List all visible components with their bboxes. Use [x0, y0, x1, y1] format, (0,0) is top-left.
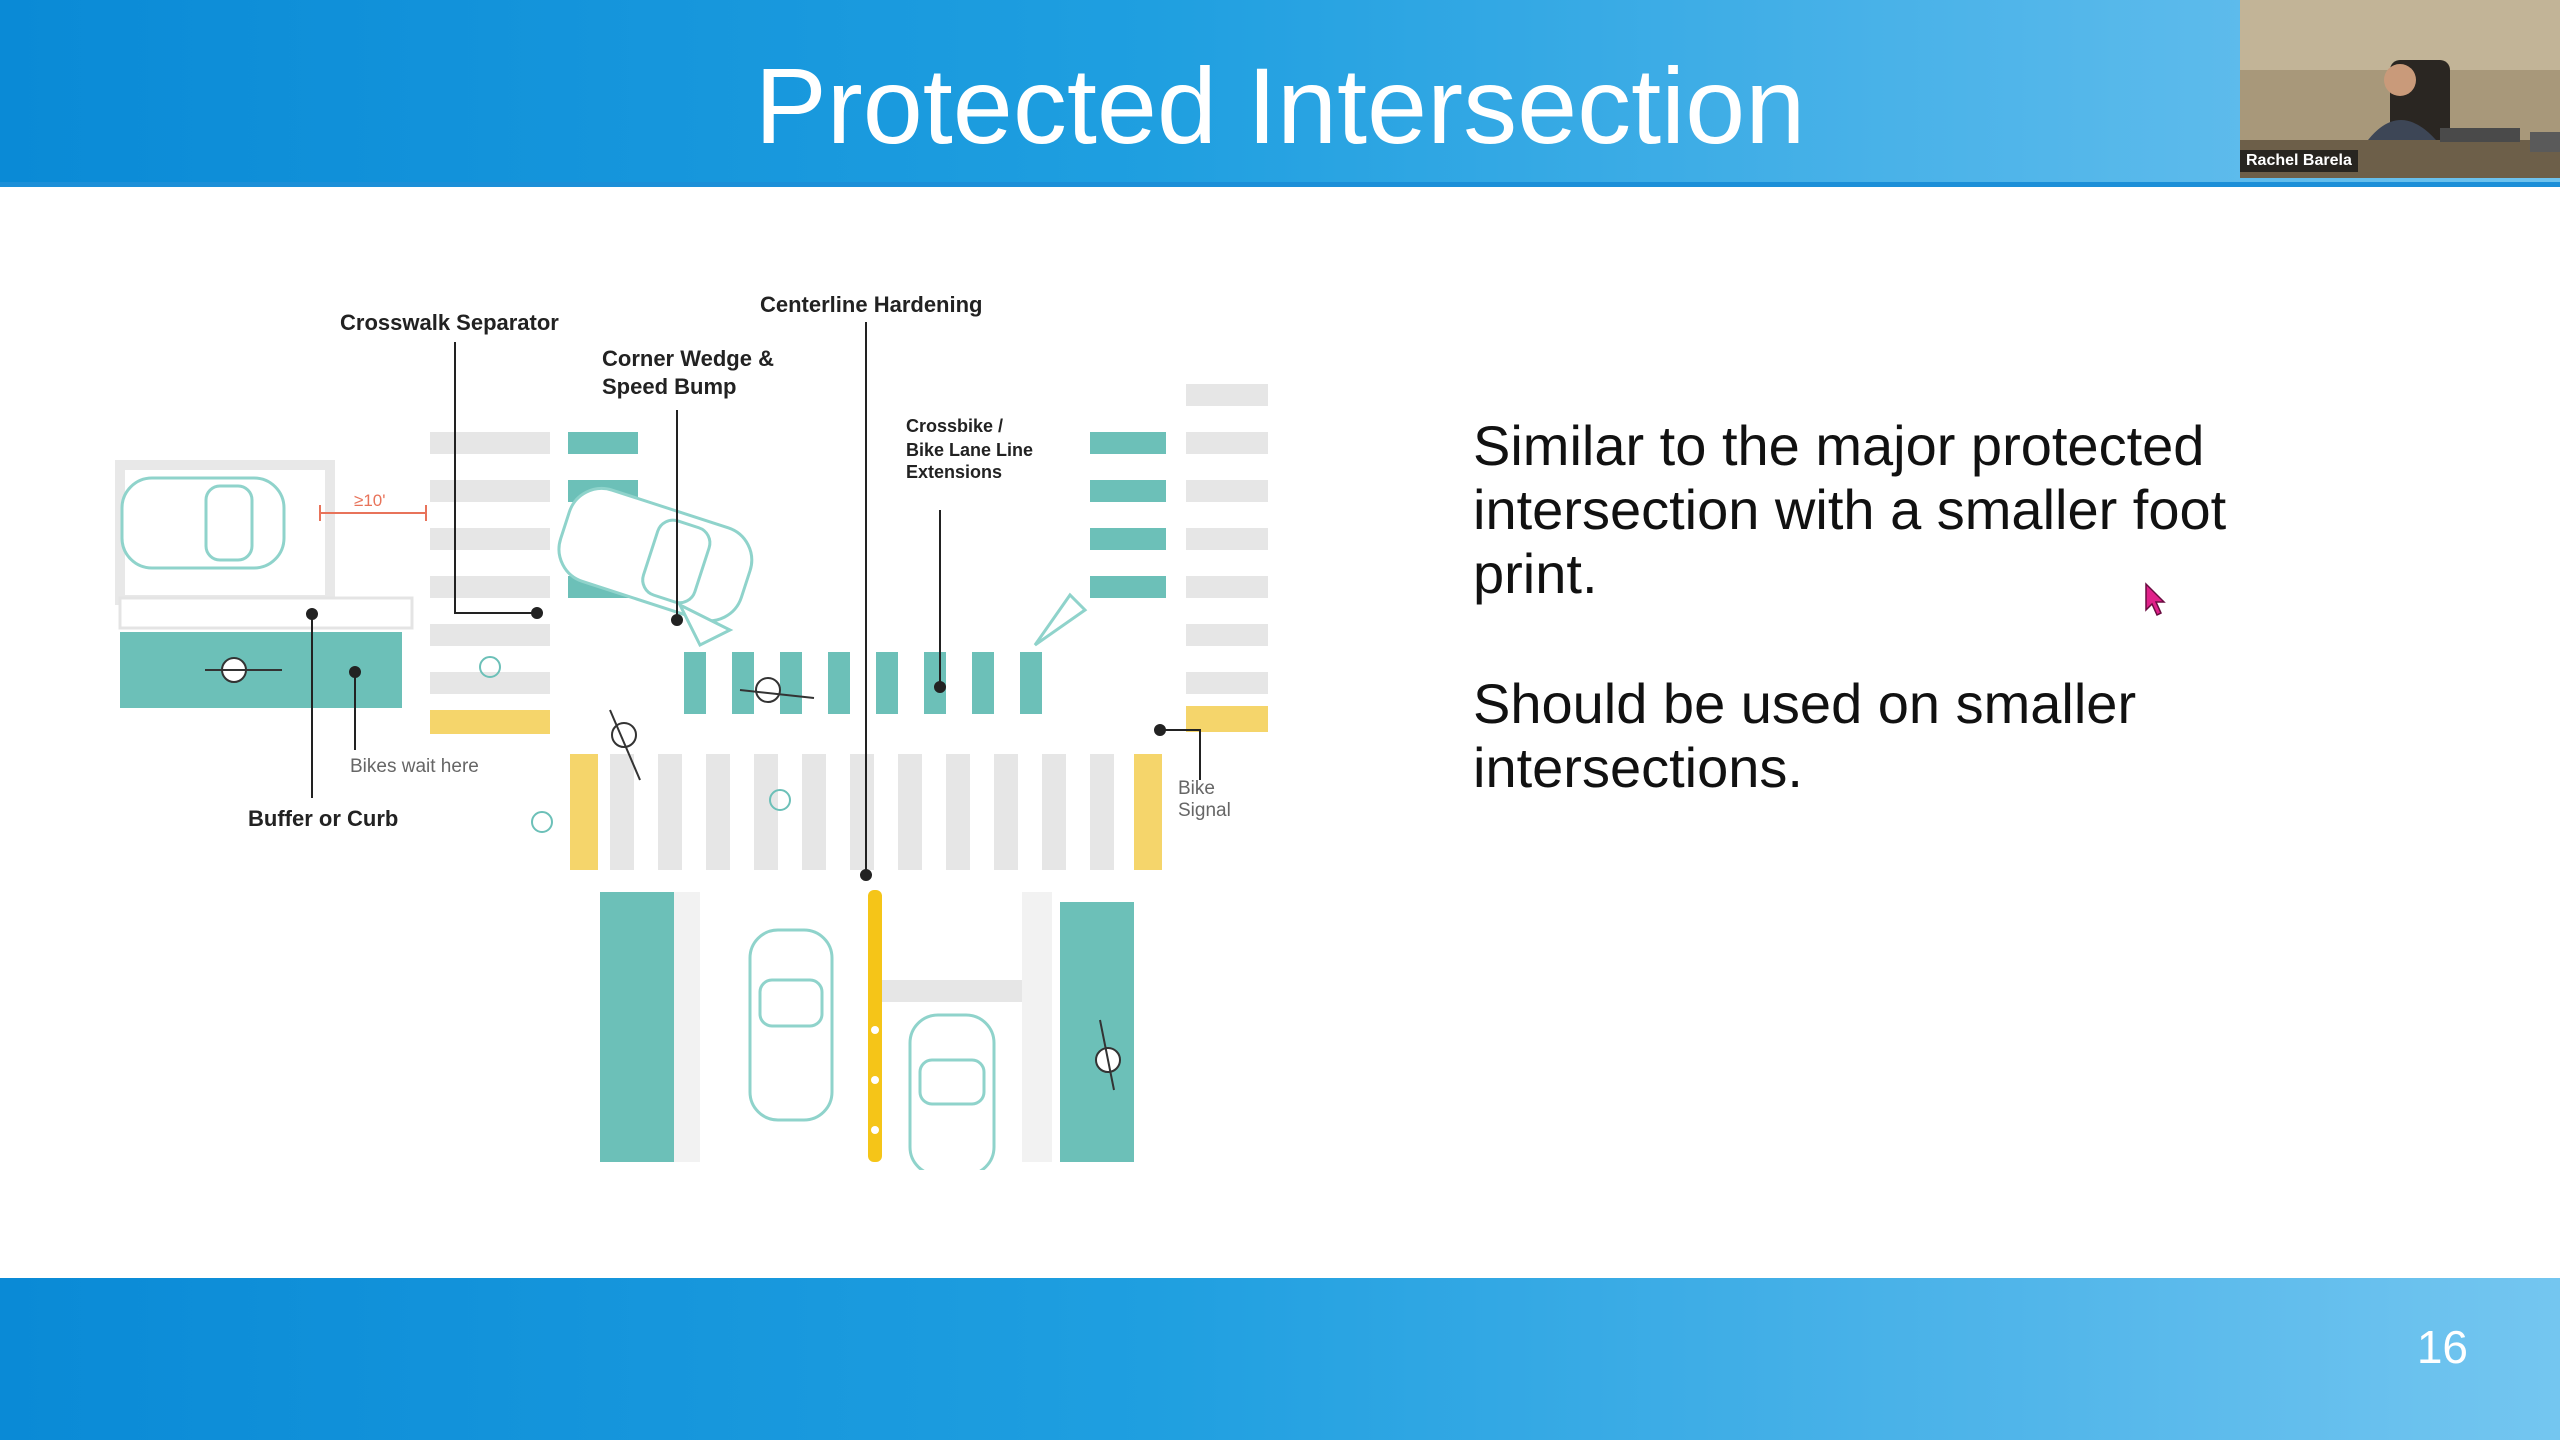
lower-left-bike-lane [600, 892, 674, 1162]
pedestrian-icon [479, 656, 501, 678]
setback-label: ≥10' [354, 491, 386, 510]
label-centerline-hardening: Centerline Hardening [760, 292, 982, 317]
corner-wedge-right [1033, 592, 1088, 647]
cyclist-icon [739, 677, 815, 703]
label-crossbike-line2: Bike Lane Line [906, 440, 1033, 460]
bike-wait-box-right [1186, 706, 1268, 732]
lower-right-buffer [1022, 892, 1052, 1162]
label-buffer-or-curb: Buffer or Curb [248, 806, 398, 831]
cyclist-icon [609, 709, 641, 781]
header-divider [0, 182, 2560, 187]
label-corner-wedge-line2: Speed Bump [602, 374, 736, 399]
stop-bar [882, 980, 1022, 1002]
label-corner-wedge-line1: Corner Wedge & [602, 346, 774, 371]
upper-right-crosswalk [1186, 384, 1268, 694]
callout-leaders [306, 322, 1201, 881]
label-crossbike-line3: Extensions [906, 462, 1002, 482]
lower-crosswalk [610, 754, 1114, 870]
label-bike-signal-line2: Signal [1178, 800, 1231, 821]
label-bike-signal-line1: Bike [1178, 778, 1215, 799]
car-lower-right [908, 1013, 996, 1170]
car-left [120, 476, 286, 570]
centerline-reflector [871, 1026, 879, 1034]
label-bikes-wait-here: Bikes wait here [350, 756, 479, 777]
protected-intersection-diagram: ≥10' [115, 292, 1268, 1170]
pedestrian-icon [531, 811, 553, 833]
yellow-curb-left [570, 754, 598, 870]
slide-header-bar [0, 0, 2560, 182]
label-crossbike-line1: Crossbike / [906, 416, 1003, 436]
cyclist-icon [1095, 1019, 1121, 1091]
slide-page-number: 16 [2416, 1321, 2468, 1373]
left-buffer [118, 596, 414, 630]
lower-left-buffer [674, 892, 700, 1162]
upper-left-crosswalk [430, 432, 550, 694]
centerline-reflector [871, 1076, 879, 1084]
car-turning [557, 486, 754, 623]
centerline-reflector [871, 1126, 879, 1134]
corner-wedge-left [676, 601, 734, 648]
label-crosswalk-separator: Crosswalk Separator [340, 310, 559, 335]
cyclist-icon [205, 657, 282, 683]
slide-body: Similar to the major protected intersect… [1473, 414, 2353, 866]
slide-title: Protected Intersection [754, 45, 1806, 166]
car-lower-left [748, 928, 834, 1122]
pedestrian-icon [769, 789, 791, 811]
yellow-curb-right [1134, 754, 1162, 870]
participant-name: Rachel Barela [2240, 150, 2358, 172]
upper-right-crossbike [1090, 432, 1166, 598]
body-paragraph-1: Similar to the major protected intersect… [1473, 414, 2227, 605]
body-paragraph-2: Should be used on smaller intersections. [1473, 672, 2137, 799]
slide-footer-bar [0, 1278, 2560, 1440]
car-left-windshield [204, 484, 254, 562]
mouse-cursor-icon [2145, 582, 2166, 617]
horizontal-crossbike [684, 652, 1042, 714]
bike-wait-box-left [430, 710, 550, 734]
lower-right-bike-lane [1060, 902, 1134, 1162]
